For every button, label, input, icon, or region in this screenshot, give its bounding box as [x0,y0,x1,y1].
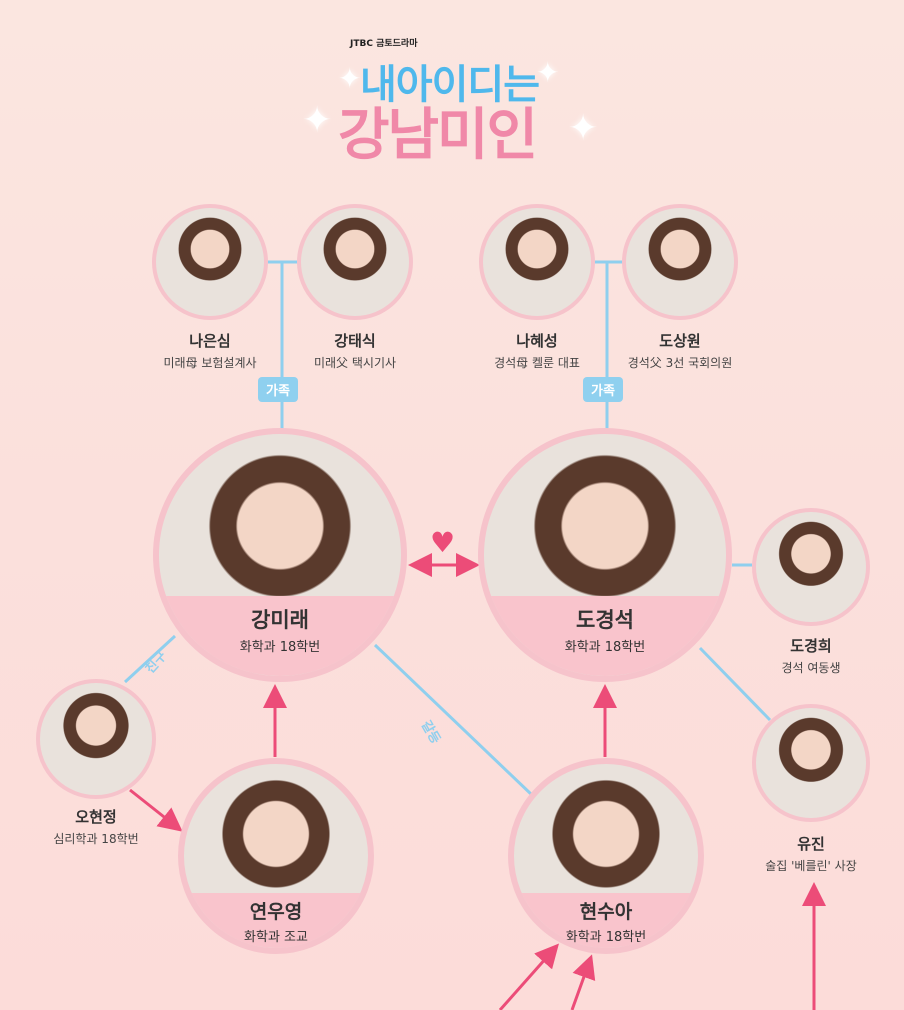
character-desc: 화학과 18학번 [239,640,321,656]
portrait-do-kyunghee[interactable] [752,508,870,626]
character-name: 도경석 [576,608,634,633]
character-name: 나은심 [189,332,231,350]
sparkle-icon: ✦ [338,62,362,95]
conflict-line [373,643,534,797]
character-name: 도경희 [790,637,832,655]
sparkle-icon: ✦ [568,108,599,149]
arrow-to-sooa-1 [498,943,559,1010]
portrait-na-eunsim[interactable] [152,204,268,320]
portrait-kang-taesik[interactable] [297,204,413,320]
character-desc: 미래父 택시기사 [313,356,397,370]
heart-icon: ♥ [430,526,456,559]
portrait-oh-hyunjung[interactable] [36,679,156,799]
character-desc: 미래母 보험설계사 [163,356,257,370]
sparkle-icon: ✦ [302,100,333,141]
character-desc: 화학과 18학번 [564,640,646,656]
character-desc: 술집 '베를린' 사장 [765,859,857,873]
character-desc: 화학과 조교 [244,929,308,945]
sparkle-icon: ✦ [536,56,560,89]
title-line-1: 내아이디는 [360,62,540,108]
broadcaster-logo: JTBC 금토드라마 [350,39,418,49]
character-name: 연우영 [249,900,303,923]
character-desc: 경석父 3선 국회의원 [627,356,733,370]
portrait-do-sangwon[interactable] [622,204,738,320]
character-desc: 경석母 켈룬 대표 [494,356,580,370]
title-line-2: 강남미인 [338,103,538,168]
character-name: 현수아 [579,900,633,923]
portrait-yujin[interactable] [752,704,870,822]
character-name: 오현정 [75,808,117,826]
arrow-to-sooa-2 [570,954,596,1010]
character-desc: 화학과 18학번 [565,929,647,945]
character-name: 강미래 [251,608,309,633]
portrait-na-hyesung[interactable] [479,204,595,320]
arrow-hyunjung-wooyoung [129,788,183,832]
character-desc: 심리학과 18학번 [53,832,139,846]
character-desc: 경석 여동생 [781,661,841,675]
character-name: 나혜성 [516,332,558,350]
family-badge: 가족 [258,377,298,402]
character-name: 유진 [797,835,825,853]
character-name: 강태식 [334,332,376,350]
character-name: 도상원 [659,332,701,350]
family-badge: 가족 [583,377,623,402]
